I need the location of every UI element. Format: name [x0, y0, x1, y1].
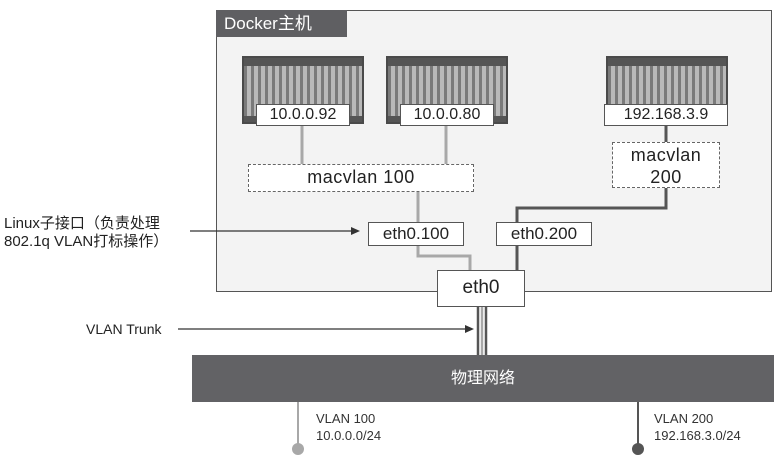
- link-macvlan200-eth0200: [515, 188, 668, 222]
- macvlan-100-label: macvlan 100: [307, 167, 415, 187]
- linux-annotation-line1: Linux子接口（负责处理: [4, 215, 160, 232]
- vlan100-subnet: 10.0.0.0/24: [316, 428, 382, 443]
- linux-subinterface-annotation: Linux子接口（负责处理 802.1q VLAN打标操作）: [4, 215, 204, 251]
- link-eth0100-eth0: [416, 244, 472, 270]
- macvlan-200: macvlan 200: [612, 142, 720, 188]
- eth0-200-interface: eth0.200: [496, 222, 592, 246]
- container-3-ip: 192.168.3.9: [604, 104, 728, 126]
- macvlan-100: macvlan 100: [248, 164, 474, 192]
- linux-annotation-arrowhead: [351, 227, 360, 235]
- vlan100-label: VLAN 100 10.0.0.0/24: [316, 410, 381, 444]
- vlan200-endpoint: [632, 443, 644, 455]
- vlan200-subnet: 192.168.3.0/24: [654, 428, 741, 443]
- macvlan-200-label-line1: macvlan: [630, 145, 702, 165]
- trunk-annotation-arrowhead: [465, 325, 474, 333]
- eth0-interface: eth0: [437, 270, 525, 307]
- vlan-trunk-label: VLAN Trunk: [86, 321, 162, 337]
- vlan200-name: VLAN 200: [654, 411, 714, 426]
- vlan200-label: VLAN 200 192.168.3.0/24: [654, 410, 741, 444]
- vlan100-name: VLAN 100: [316, 411, 376, 426]
- physical-network-bar: 物理网络: [192, 355, 774, 402]
- vlan100-endpoint: [292, 443, 304, 455]
- container-2-ip: 10.0.0.80: [400, 104, 494, 126]
- macvlan-200-label-line2: 200: [650, 167, 682, 187]
- eth0-100-interface: eth0.100: [368, 222, 464, 246]
- linux-annotation-line2: 802.1q VLAN打标操作）: [4, 233, 169, 250]
- docker-host-title: Docker主机: [216, 10, 347, 37]
- container-1-ip: 10.0.0.92: [256, 104, 350, 126]
